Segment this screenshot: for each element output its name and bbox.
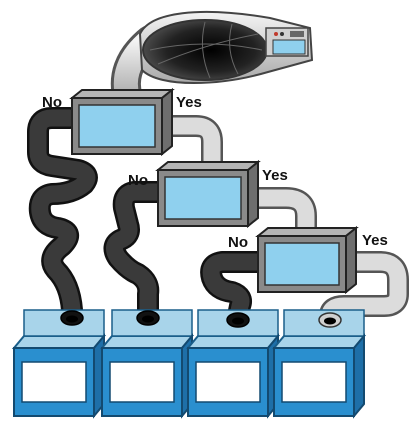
monitor-box-icon [78, 104, 156, 148]
node-3-yes-label: Yes [362, 232, 388, 249]
node-3-no-label: No [228, 234, 248, 251]
decision-node-1 [69, 87, 175, 157]
bin-4 [271, 309, 367, 419]
node-1-yes-label: Yes [176, 94, 202, 111]
decision-node-2 [155, 159, 261, 229]
node-2-no-label: No [128, 172, 148, 189]
scanner-screen [272, 39, 306, 55]
decision-node-3 [255, 225, 359, 295]
bin-label-panel [195, 361, 261, 403]
bin-label-panel [109, 361, 175, 403]
monitor-box-icon [264, 242, 340, 286]
monitor-box-icon [164, 176, 242, 220]
tubes [27, 96, 409, 327]
bin-3 [185, 309, 281, 419]
bin-label-panel [21, 361, 87, 403]
bin-label-panel [281, 361, 347, 403]
bin-2 [99, 309, 195, 419]
funnel-scanner-icon [110, 10, 314, 113]
bin-1 [11, 309, 107, 419]
node-2-yes-label: Yes [262, 167, 288, 184]
node-1-no-label: No [42, 94, 62, 111]
